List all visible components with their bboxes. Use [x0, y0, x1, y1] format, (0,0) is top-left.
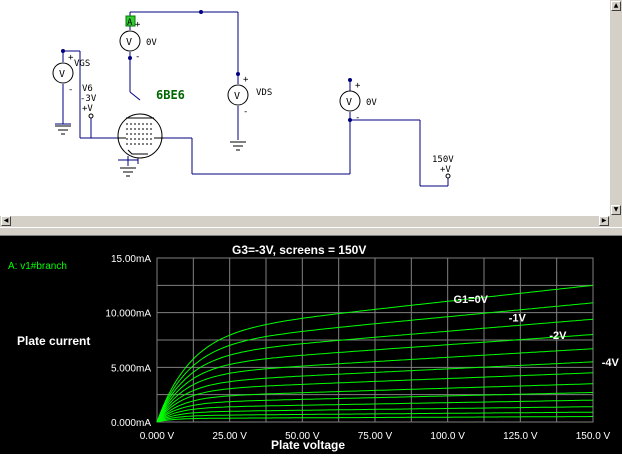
bias-source[interactable]: V6 -3V +V — [80, 84, 97, 119]
svg-text:+: + — [243, 75, 249, 85]
svg-text:V: V — [126, 37, 132, 48]
plate-curve — [156, 383, 594, 423]
plate-curve — [156, 416, 593, 423]
svg-text:-: - — [68, 85, 73, 95]
schematic-wires — [55, 11, 449, 187]
scroll-down-icon[interactable]: ▼ — [611, 205, 621, 215]
svg-text:150V: 150V — [432, 155, 454, 165]
plate-curve — [156, 392, 593, 423]
plate-curve — [156, 372, 594, 423]
plate-curve — [156, 334, 594, 423]
ammeter-flag-label: A — [127, 18, 133, 28]
plate-curve — [156, 318, 594, 423]
supply-150v[interactable]: 150V +V — [432, 155, 454, 179]
horizontal-scrollbar[interactable]: ◀ ▶ — [0, 216, 610, 227]
voltmeter-vds[interactable]: V + - VDS — [227, 75, 272, 117]
voltmeter-top[interactable]: V + - 0V — [119, 20, 157, 62]
x-tick-label: 50.00 V — [285, 431, 320, 442]
plate-curve — [156, 348, 594, 423]
y-tick-label: 5.000mA — [111, 363, 151, 374]
svg-text:V6: V6 — [82, 84, 93, 94]
schematic-canvas[interactable]: A V + - 0V V + - VGS V + - VDS V + - 0V … — [0, 0, 610, 216]
scroll-corner — [610, 216, 622, 227]
svg-text:+: + — [135, 20, 141, 30]
plot-panel[interactable]: A: v1#branch G3=-3V, screens = 150V Plat… — [0, 236, 622, 454]
svg-text:V: V — [234, 91, 240, 102]
x-axis-label: Plate voltage — [271, 438, 345, 452]
curve-annotation: -4V — [602, 357, 620, 369]
x-tick-label: 100.0 V — [430, 431, 465, 442]
scroll-right-icon[interactable]: ▶ — [599, 216, 609, 226]
trace-label: A: v1#branch — [8, 261, 67, 272]
ammeter-flag[interactable] — [125, 15, 136, 27]
scroll-up-icon[interactable]: ▲ — [611, 1, 621, 11]
voltmeter-vgs[interactable]: V + - VGS — [52, 53, 90, 95]
meter-top-reading: 0V — [146, 38, 157, 48]
svg-text:+: + — [355, 81, 361, 91]
plate-curve-chart: A: v1#branch G3=-3V, screens = 150V Plat… — [8, 243, 620, 452]
junction-dots — [61, 10, 352, 122]
ground-symbols — [55, 125, 246, 177]
y-tick-label: 10.000mA — [105, 309, 151, 320]
y-tick-label: 15.00mA — [111, 254, 151, 265]
plate-curve — [156, 399, 594, 423]
y-tick-label: 0.000mA — [111, 418, 151, 429]
svg-text:V: V — [59, 69, 65, 80]
svg-text:-: - — [135, 52, 140, 62]
plate-curve — [156, 361, 594, 423]
curve-annotation: -2V — [549, 330, 567, 342]
x-tick-label: 75.00 V — [358, 431, 393, 442]
y-axis-label: Plate current — [17, 334, 90, 348]
pane-splitter[interactable] — [0, 227, 622, 236]
chart-title: G3=-3V, screens = 150V — [232, 243, 366, 257]
x-tick-label: 150.0 V — [576, 431, 611, 442]
svg-text:-: - — [243, 107, 248, 117]
vertical-scrollbar[interactable]: ▲ ▼ — [610, 0, 622, 216]
svg-text:+V: +V — [440, 165, 451, 175]
x-tick-label: 0.000 V — [140, 431, 175, 442]
svg-text:V: V — [346, 97, 352, 108]
label-vds: VDS — [256, 88, 272, 98]
tube-6be6[interactable] — [117, 113, 164, 159]
x-tick-label: 125.0 V — [503, 431, 538, 442]
plate-curve — [156, 411, 593, 423]
svg-text:-: - — [355, 113, 360, 123]
scroll-left-icon[interactable]: ◀ — [1, 216, 11, 226]
curve-annotation: G1=0V — [453, 294, 488, 306]
voltmeter-right[interactable]: V + - 0V — [339, 81, 377, 123]
curve-annotation: -1V — [509, 312, 527, 324]
svg-text:+: + — [68, 53, 74, 63]
label-vgs: VGS — [74, 59, 90, 69]
tube-label: 6BE6 — [156, 88, 185, 102]
plate-curve — [156, 406, 593, 423]
svg-text:+V: +V — [82, 104, 93, 114]
plate-curve — [156, 284, 594, 423]
plate-curve — [156, 302, 594, 423]
svg-text:-3V: -3V — [80, 94, 97, 104]
meter-right-reading: 0V — [366, 98, 377, 108]
x-tick-label: 25.00 V — [212, 431, 247, 442]
